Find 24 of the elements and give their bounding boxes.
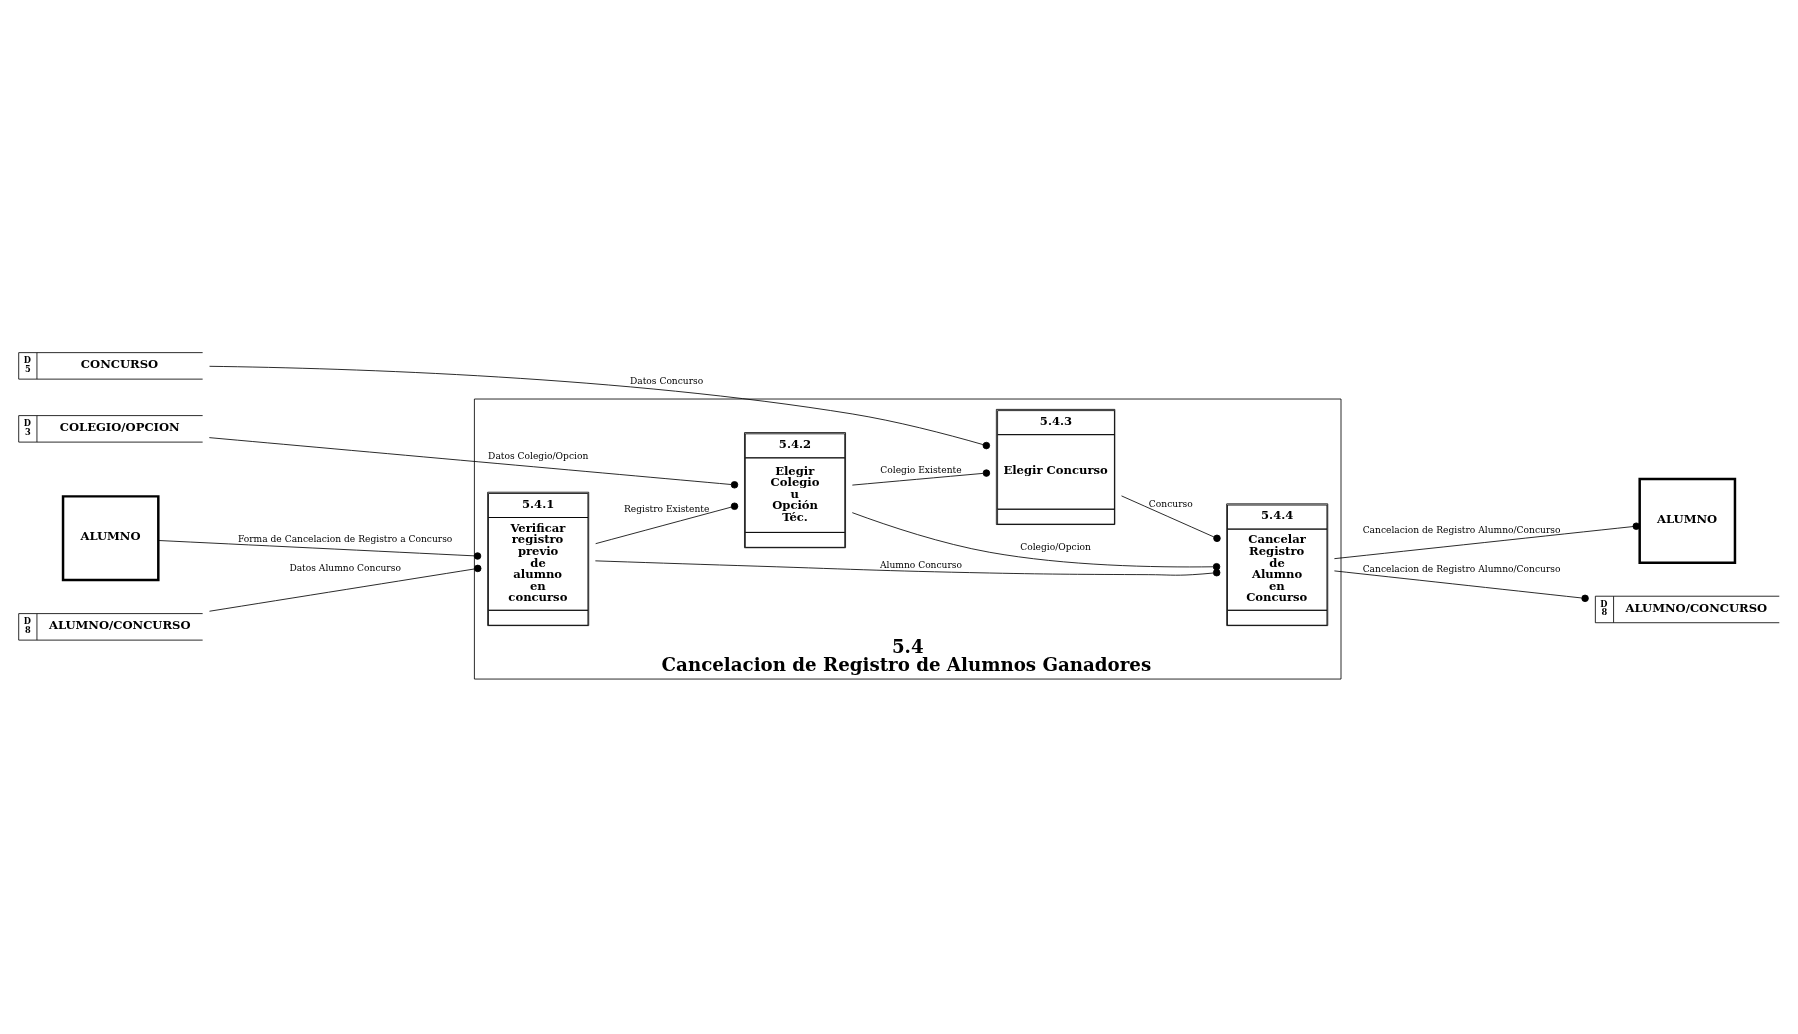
connector (851, 468, 991, 485)
edge-label: Datos Concurso (629, 375, 704, 386)
connector (1334, 570, 1589, 602)
connector (1121, 494, 1221, 542)
edge-label: Registro Existente (623, 503, 710, 514)
connector (1334, 522, 1640, 559)
edge-label: Datos Colegio/Opcion (488, 450, 589, 461)
edge-label: Forma de Cancelacion de Registro a Concurso (237, 533, 453, 544)
edge-label: Alumno Concurso (879, 559, 962, 570)
connector (208, 436, 739, 489)
connector (594, 559, 1221, 576)
connector (595, 502, 739, 544)
node-box: ALUMNO (61, 494, 160, 581)
edge-label: Cancelacion de Registro Alumno/Concurso (1362, 524, 1561, 535)
connector (158, 539, 482, 560)
connector (851, 511, 1221, 570)
connector (209, 564, 482, 612)
edge-label: Datos Alumno Concurso (289, 562, 401, 573)
edge-label: Colegio/Opcion (1020, 541, 1091, 552)
edge-label: Colegio Existente (880, 464, 962, 475)
connector (209, 365, 991, 449)
edge-label: Cancelacion de Registro Alumno/Concurso (1362, 563, 1561, 574)
edge-label: Concurso (1148, 498, 1193, 509)
node-box: ALUMNO (1638, 477, 1737, 564)
